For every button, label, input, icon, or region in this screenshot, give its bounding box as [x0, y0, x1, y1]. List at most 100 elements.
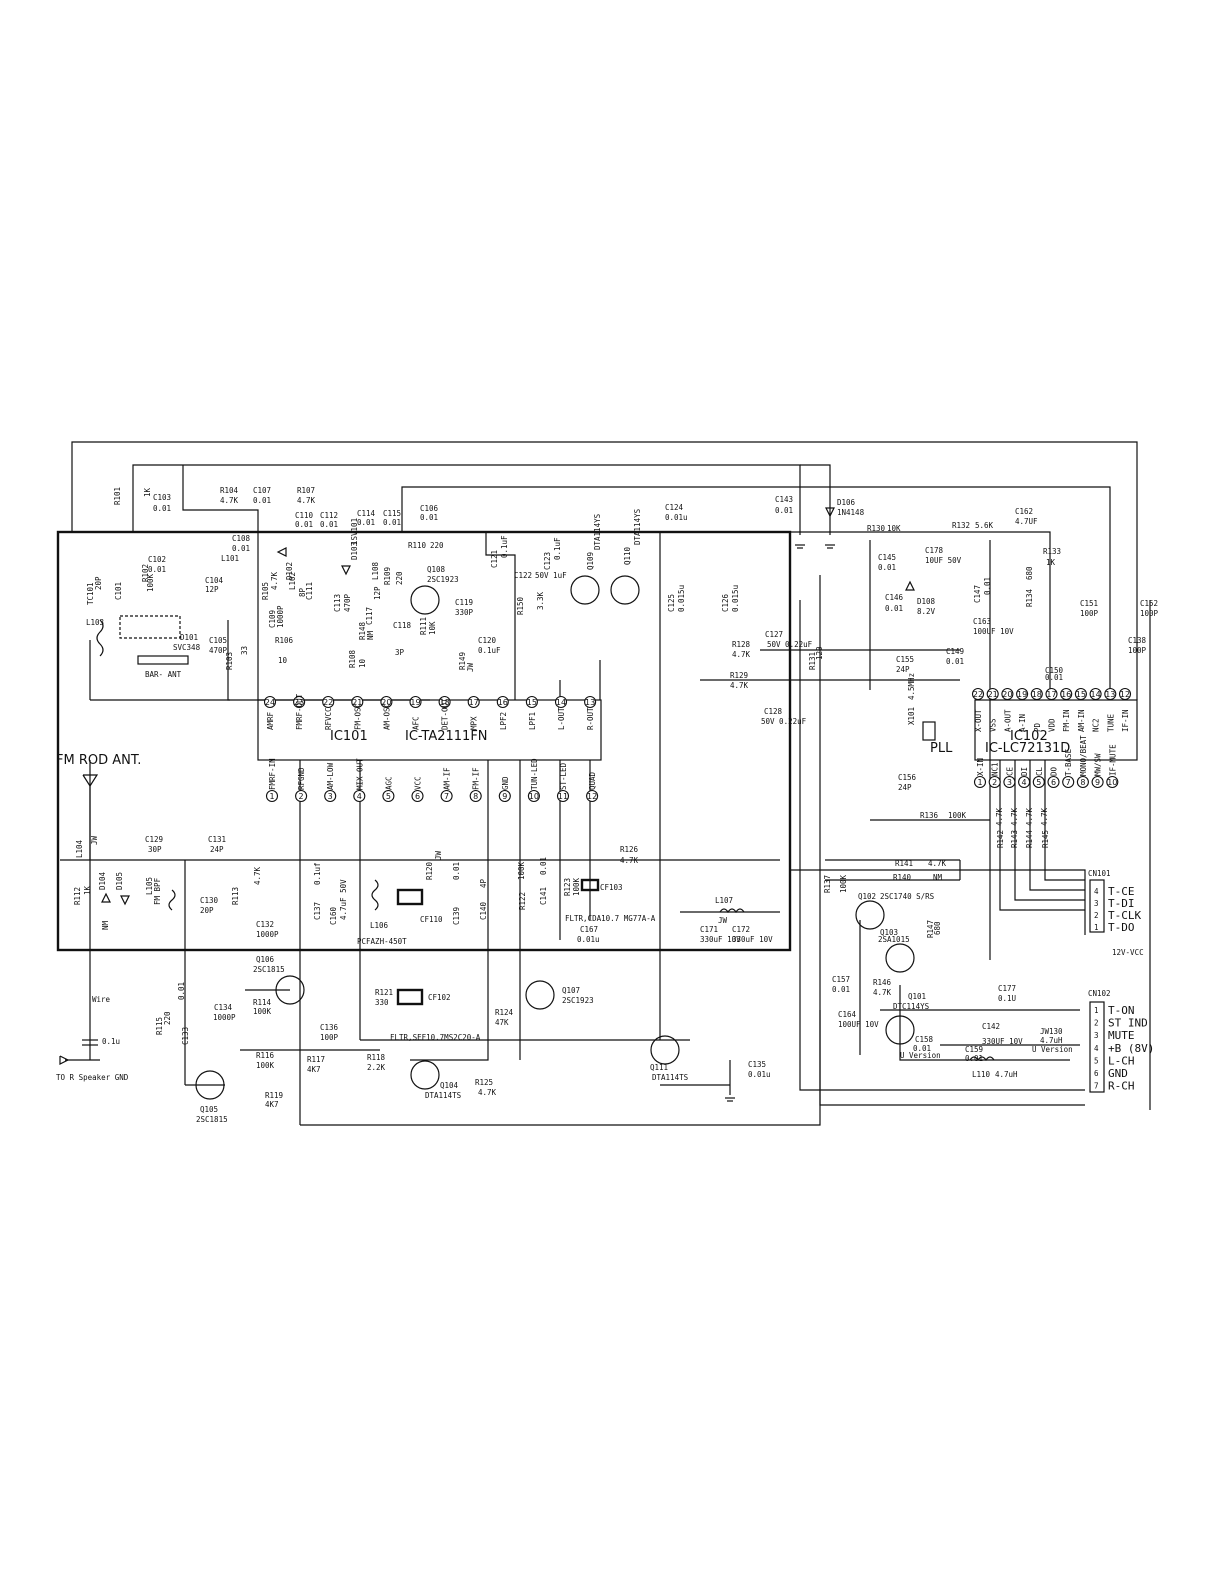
label-c133: C133	[181, 1027, 190, 1045]
label-c158: C158	[915, 1035, 934, 1044]
pin-15	[525, 695, 538, 709]
label-c137v: 0.1uf	[313, 862, 322, 885]
cn102-pin-label: GND	[1108, 1067, 1128, 1080]
label-c151: C151	[1080, 599, 1098, 608]
pin-label: IF-IN	[1121, 709, 1130, 732]
pin-label: RFVCC	[324, 707, 333, 730]
pin-label: AM-IF	[443, 767, 452, 790]
label-c130v: 20P	[200, 906, 214, 915]
label-c159: C159	[965, 1045, 983, 1054]
label-q107: Q107	[562, 986, 580, 995]
label-r137v: 100K	[839, 874, 848, 893]
pin-label: NC1	[991, 762, 1000, 776]
cn101-pin-num: 1	[1094, 923, 1099, 932]
label-r126v: 4.7K	[620, 856, 639, 865]
label-c141: C141	[539, 887, 548, 905]
pin-1	[973, 775, 987, 789]
pin-11	[556, 789, 570, 803]
pin-label: FMRF-IN	[268, 758, 277, 790]
label-r103: R103	[225, 652, 234, 670]
pin-number: 9	[502, 792, 507, 801]
wiring	[60, 441, 1151, 1126]
pin-label: A-OUT	[1003, 709, 1012, 732]
label-l105: L105	[145, 877, 154, 895]
label-c167v: 0.01u	[577, 935, 600, 944]
label-c163: C163	[973, 617, 991, 626]
label-r137: R137	[823, 875, 832, 893]
pin-18	[1030, 687, 1043, 701]
pin-14	[554, 695, 568, 709]
label-q105: Q105	[200, 1105, 218, 1114]
label-r104v: 4.7K	[220, 496, 239, 505]
label-c138: C138	[1128, 636, 1147, 645]
label-c126: C126	[721, 593, 730, 612]
label-c164v: 100UF 10V	[838, 1020, 879, 1029]
label-r147: R147	[926, 920, 935, 938]
q110-transistor-icon	[610, 575, 640, 605]
l110-coil	[969, 1056, 995, 1062]
pin-17	[467, 695, 480, 709]
label-r115: R115	[155, 1017, 164, 1035]
label-r119v: 4K7	[265, 1100, 279, 1109]
label-c140v: 4P	[479, 878, 488, 888]
pin-19	[409, 695, 422, 709]
pin-12	[1118, 687, 1132, 701]
pin-15	[1074, 687, 1087, 701]
label-c106v: 0.01	[420, 513, 438, 522]
pin-label: QUAD	[588, 771, 597, 790]
pin-10	[527, 789, 540, 803]
q101-transistor-icon	[885, 1015, 915, 1045]
label-c110: C110	[295, 511, 314, 520]
label-r105: R105	[261, 582, 270, 600]
label-d101p: SVC348	[173, 643, 201, 652]
pin-2	[295, 789, 308, 803]
label-c157: C157	[832, 975, 850, 984]
cf103-filter-icon	[580, 878, 600, 892]
pin-23	[293, 695, 306, 709]
label-c132v: 1000P	[256, 930, 279, 939]
pin-21	[351, 695, 364, 709]
label-r123v: 100K	[572, 877, 581, 896]
label-q102: Q102	[858, 892, 876, 901]
cn101-pin-label: T-DO	[1108, 921, 1135, 934]
cn102-pin-num: 4	[1094, 1044, 1099, 1053]
label-c147v: 0.01	[983, 577, 992, 595]
label-c118: C118	[393, 621, 412, 630]
label-c171: C171	[700, 925, 718, 934]
pin-label: FM-OSC	[353, 703, 362, 730]
pin-label: FM-IN	[1062, 709, 1071, 732]
label-d106p: 1N4148	[837, 508, 865, 517]
label-r128: R128	[732, 640, 751, 649]
cn102-pin-label: R-CH	[1108, 1080, 1135, 1093]
cn102-pin-label: ST IND	[1108, 1017, 1148, 1030]
label-l102v: 8P	[298, 587, 307, 597]
transistors	[195, 575, 915, 1100]
speaker-label: TO R Speaker GND	[56, 1073, 129, 1082]
pin-number: 10	[529, 792, 539, 801]
label-c122: C122	[514, 571, 532, 580]
label-c132: C132	[256, 920, 274, 929]
label-r102: R102	[141, 564, 150, 582]
pin-label: MW/SW	[1094, 753, 1103, 776]
label-r130v: 10K	[887, 524, 901, 533]
label-r107v: 4.7K	[297, 496, 316, 505]
label-c139v: 0.01	[452, 862, 461, 880]
label-c151v: 100P	[1080, 609, 1099, 618]
label-c127v: 50V 0.22uF	[767, 640, 813, 649]
label-r134v: 680	[1025, 566, 1034, 580]
pin-16	[496, 695, 509, 709]
label-c117v: 12P	[373, 586, 382, 600]
label-c162: C162	[1015, 507, 1033, 516]
label-cf110: CF110	[420, 915, 443, 924]
label-r150v: 3.3K	[536, 591, 545, 610]
label-c107v: 0.01	[253, 496, 271, 505]
pin-label: MIX-OUT	[355, 758, 364, 790]
pin-label: X-OUT	[974, 709, 983, 732]
label-r109v: 220	[395, 571, 404, 585]
label-r141: R141	[895, 859, 913, 868]
label-r106: R106	[275, 636, 294, 645]
label-c105: C105	[209, 636, 227, 645]
